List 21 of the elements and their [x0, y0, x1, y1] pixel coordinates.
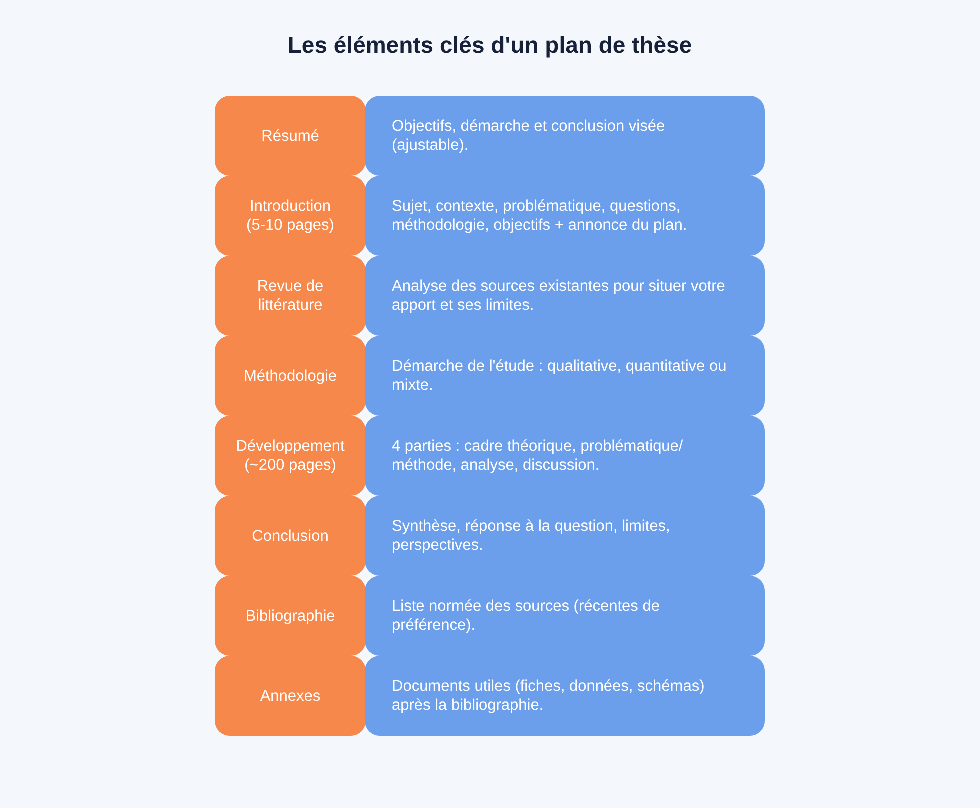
section-label: Revue de littérature	[256, 277, 325, 315]
section-label: Développement (~200 pages)	[235, 437, 346, 475]
section-label: Annexes	[260, 686, 321, 706]
description-text: Démarche de l'étude : qualitative, quantitative ou mixte.	[392, 357, 728, 395]
section-label: Méthodologie	[244, 366, 338, 386]
description-text: Synthèse, réponse à la question, limites, perspectives.	[392, 517, 672, 555]
description-text: Analyse des sources existantes pour situer votre apport et ses limites.	[392, 277, 726, 315]
description-box	[365, 656, 765, 736]
section-label: Résumé	[262, 126, 320, 146]
section-box	[215, 656, 366, 736]
section-label: Bibliographie	[246, 606, 336, 626]
description-text: Objectifs, démarche et conclusion visée (ajustable).	[392, 117, 666, 155]
description-box	[365, 96, 765, 176]
description-text: Sujet, contexte, problématique, questions, méthodologie, objectifs + annonce du plan.	[392, 197, 688, 235]
section-box	[215, 96, 366, 176]
section-label: Conclusion	[252, 526, 329, 546]
section-label: Introduction (5-10 pages)	[246, 197, 336, 235]
description-text: Liste normée des sources (récentes de préférence).	[392, 597, 661, 635]
description-text: 4 parties : cadre théorique, problématique/ méthode, analyse, discussion.	[392, 437, 684, 475]
description-text: Documents utiles (fiches, données, schémas) après la bibliographie.	[392, 677, 706, 715]
diagram-title: Les éléments clés d'un plan de thèse	[288, 32, 692, 59]
